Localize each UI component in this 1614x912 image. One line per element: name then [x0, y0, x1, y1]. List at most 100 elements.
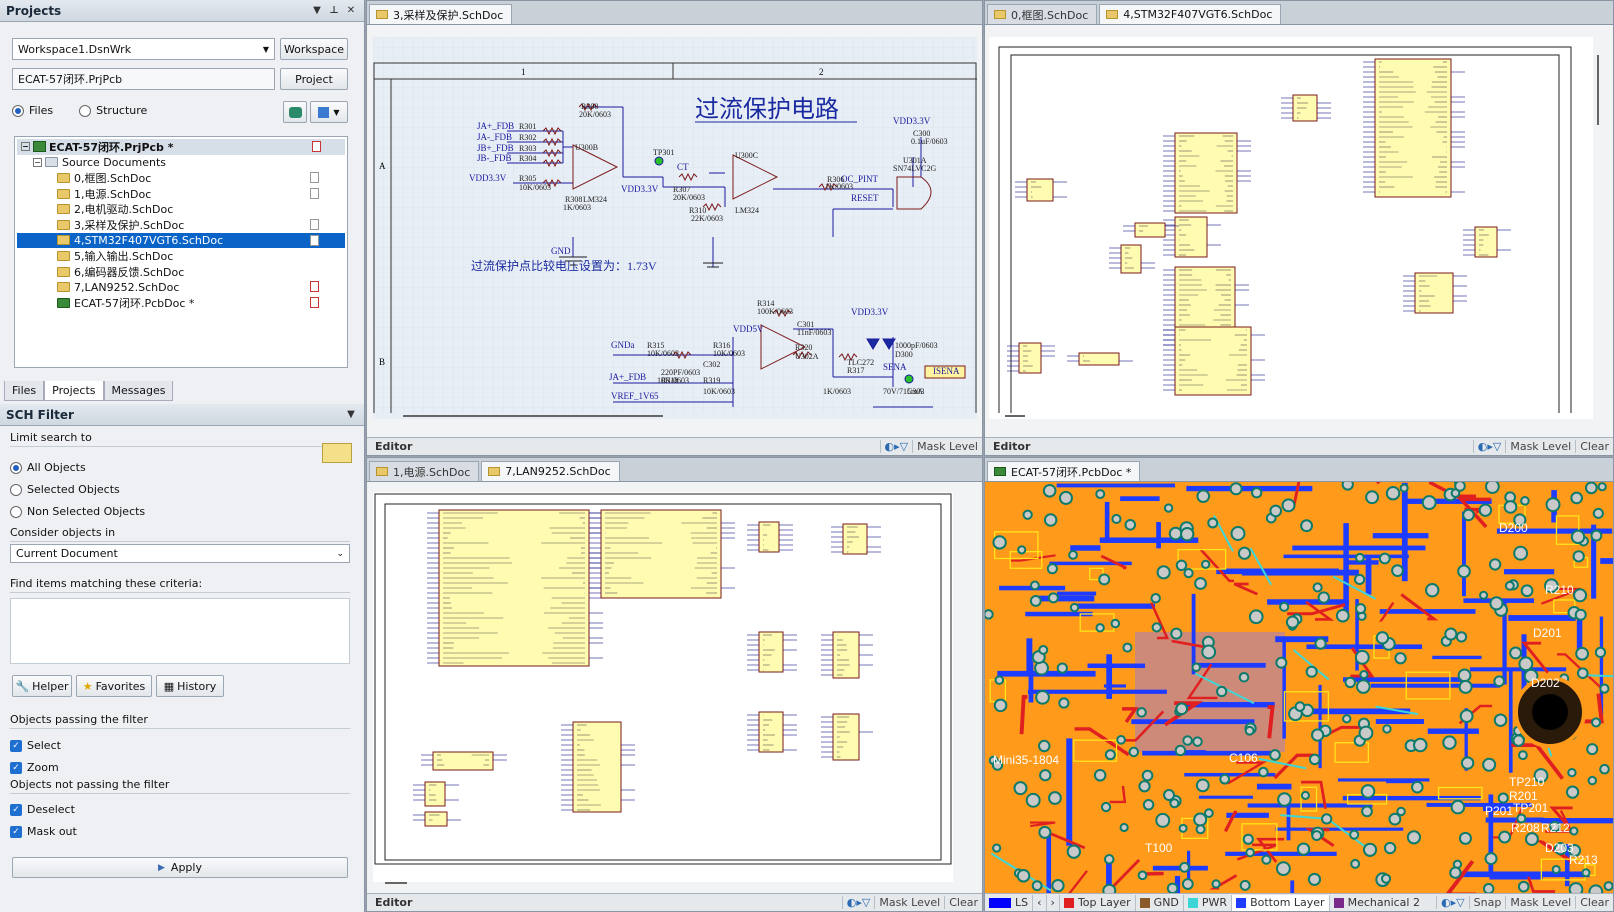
snap-button[interactable]: Snap — [1468, 896, 1506, 909]
project-button[interactable]: Project — [280, 68, 348, 90]
tab-power[interactable]: 1,电源.SchDoc — [369, 461, 480, 481]
net-label: RESET — [851, 193, 879, 203]
zoom-option[interactable]: ✓Zoom — [10, 757, 61, 779]
tree-doc-item[interactable]: 6,编码器反馈.SchDoc — [17, 264, 345, 280]
tree-doc-item[interactable]: 2,电机驱动.SchDoc — [17, 201, 345, 217]
zoom-checkbox[interactable]: ✓ — [10, 762, 22, 774]
mask-out-option[interactable]: ✓Mask out — [10, 821, 77, 843]
clear-button[interactable]: Clear — [1575, 896, 1613, 909]
dropdown-icon[interactable]: ▼ — [347, 409, 355, 420]
scope-non-selected[interactable]: Non Selected Objects — [10, 501, 145, 523]
tab-stm32[interactable]: 4,STM32F407VGT6.SchDoc — [1099, 4, 1282, 24]
filter-icon[interactable]: ◐▸▽ — [1472, 440, 1506, 453]
layer-prev-icon[interactable]: ‹ — [1032, 894, 1045, 911]
via — [1574, 608, 1587, 621]
via — [1592, 507, 1604, 519]
tree-root[interactable]: − ECAT-57闭环.PrjPcb * — [17, 139, 345, 155]
via — [1350, 858, 1361, 869]
mask-level-button[interactable]: Mask Level — [874, 896, 944, 909]
via — [1573, 588, 1588, 603]
mask-out-checkbox[interactable]: ✓ — [10, 826, 22, 838]
tree-doc-item[interactable]: 0,框图.SchDoc — [17, 170, 345, 186]
layer-set-button[interactable]: LS — [985, 895, 1032, 911]
mask-level-button[interactable]: Mask Level — [1505, 896, 1575, 909]
consider-select[interactable]: Current Document ⌄ — [10, 544, 350, 563]
tab-pcb[interactable]: ECAT-57闭环.PcbDoc * — [987, 461, 1141, 481]
criteria-input[interactable] — [10, 598, 350, 664]
tab-sampling-protection[interactable]: 3,采样及保护.SchDoc — [369, 4, 513, 24]
via — [1597, 482, 1607, 492]
close-icon[interactable]: ✕ — [346, 5, 356, 16]
scope-all[interactable]: All Objects — [10, 457, 145, 479]
workspace-select[interactable]: Workspace1.DsnWrk ▼ — [12, 38, 275, 60]
history-button[interactable]: ▦History — [156, 675, 224, 697]
part-label: 11nF/0603 — [797, 328, 831, 337]
tree-folder[interactable]: − Source Documents — [33, 155, 166, 169]
tab-projects[interactable]: Projects — [44, 381, 104, 401]
favorites-button[interactable]: ★Favorites — [76, 675, 152, 697]
tab-messages[interactable]: Messages — [103, 381, 174, 401]
deselect-option[interactable]: ✓Deselect — [10, 799, 77, 821]
via — [1354, 552, 1365, 563]
lan-schematic — [374, 493, 952, 865]
filter-icon[interactable]: ◐▸▽ — [879, 440, 913, 453]
schematic-canvas-bl[interactable] — [373, 492, 953, 882]
workspace-button[interactable]: Workspace — [280, 38, 348, 60]
via — [1358, 725, 1374, 741]
tree-doc-item[interactable]: ECAT-57闭环.PcbDoc * — [17, 295, 345, 311]
filter-icon[interactable]: ◐▸▽ — [841, 896, 875, 909]
tree-doc-item[interactable]: 3,采样及保护.SchDoc — [17, 217, 345, 233]
tab-label: 3,采样及保护.SchDoc — [393, 8, 504, 22]
mask-level-button[interactable]: Mask Level — [1505, 440, 1575, 453]
filter-icon[interactable]: ◐▸▽ — [1436, 896, 1469, 909]
schematic-canvas-tl[interactable]: 1 2 A B 过流保护电路 过流保护点比较电压设置为：1.73V JA+_FD… — [373, 37, 977, 417]
tree-doc-item[interactable]: 4,STM32F407VGT6.SchDoc — [17, 232, 345, 249]
layer-next-icon[interactable]: › — [1045, 894, 1059, 911]
layer-mechanical[interactable]: Mechanical 2 — [1328, 894, 1424, 911]
layer-pwr[interactable]: PWR — [1182, 894, 1231, 911]
scope-non-selected-radio[interactable] — [10, 506, 22, 518]
scope-selected[interactable]: Selected Objects — [10, 479, 145, 501]
via — [1516, 813, 1527, 824]
layer-top[interactable]: Top Layer — [1058, 894, 1135, 911]
tree-doc-item[interactable]: 7,LAN9252.SchDoc — [17, 279, 345, 295]
tree-doc-item[interactable]: 5,输入输出.SchDoc — [17, 248, 345, 264]
port-symbol — [924, 365, 966, 379]
pcbdoc-icon — [57, 297, 70, 308]
structure-radio[interactable] — [79, 104, 92, 117]
scrollbar-h[interactable] — [373, 880, 977, 886]
clear-button[interactable]: Clear — [1575, 440, 1613, 453]
files-radio[interactable] — [12, 104, 24, 117]
helper-button[interactable]: 🔧Helper — [12, 675, 72, 697]
apply-button[interactable]: ▶Apply — [12, 857, 348, 878]
schematic-canvas-tr[interactable] — [989, 37, 1593, 417]
tab-lan9252[interactable]: 7,LAN9252.SchDoc — [481, 461, 620, 481]
clear-button[interactable]: Clear — [944, 896, 982, 909]
top-trace — [1400, 593, 1439, 621]
mask-level-button[interactable]: Mask Level — [912, 440, 982, 453]
compile-icon[interactable] — [283, 101, 307, 123]
layer-gnd[interactable]: GND — [1134, 894, 1183, 911]
scope-selected-radio[interactable] — [10, 484, 22, 496]
tab-block-diagram[interactable]: 0,框图.SchDoc — [987, 4, 1098, 24]
tab-files[interactable]: Files — [4, 381, 45, 401]
via — [1380, 873, 1392, 884]
bottom-trace — [1337, 778, 1430, 782]
dropdown-icon[interactable]: ▼ — [313, 5, 321, 16]
scrollbar-h[interactable] — [989, 413, 1593, 419]
via — [1399, 483, 1409, 493]
tree-doc-item[interactable]: 1,电源.SchDoc — [17, 186, 345, 202]
scope-all-radio[interactable] — [10, 462, 22, 474]
pin-icon[interactable]: ⊥ — [329, 5, 339, 16]
scrollbar-v[interactable] — [1595, 37, 1601, 417]
layer-bottom[interactable]: Bottom Layer — [1231, 894, 1329, 911]
project-field[interactable]: ECAT-57闭环.PrjPcb — [12, 68, 275, 90]
select-checkbox[interactable]: ✓ — [10, 740, 22, 752]
part-label: R301 — [519, 122, 536, 131]
via — [1458, 831, 1472, 845]
select-option[interactable]: ✓Select — [10, 735, 61, 757]
scrollbar-h[interactable] — [373, 413, 977, 419]
project-options-icon[interactable]: ▼ — [310, 101, 348, 123]
deselect-checkbox[interactable]: ✓ — [10, 804, 22, 816]
